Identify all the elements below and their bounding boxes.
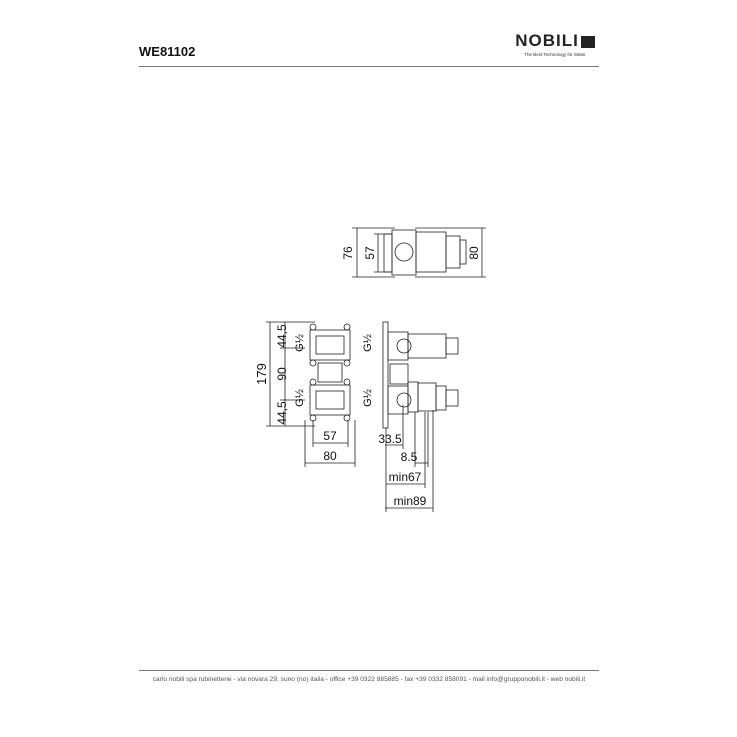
top-view: 76 57 80 bbox=[341, 227, 486, 278]
thread-label: G½ bbox=[362, 389, 374, 407]
header-divider bbox=[139, 66, 599, 67]
thread-label: G½ bbox=[294, 389, 306, 407]
dim-bottom-offset: 44,5 bbox=[275, 401, 289, 425]
dim-top-57: 57 bbox=[363, 246, 377, 260]
dim-side-1: 33.5 bbox=[378, 432, 402, 446]
brand-tagline: The Best Technology for Water bbox=[524, 52, 586, 57]
dim-center-spacing: 90 bbox=[275, 367, 289, 381]
brand-logo: NOBILI The Best Technology for Water bbox=[510, 31, 600, 57]
dim-side-4: min89 bbox=[394, 494, 427, 508]
dim-side-3: min67 bbox=[389, 470, 422, 484]
brand-name: NOBILI bbox=[515, 31, 579, 50]
thread-label: G½ bbox=[294, 334, 306, 352]
dim-inner-width: 57 bbox=[323, 429, 337, 443]
dim-top-offset: 44,5 bbox=[275, 324, 289, 348]
brand-mark-icon bbox=[580, 35, 595, 48]
dim-outer-width: 80 bbox=[323, 449, 337, 463]
footer-contact: carlo nobili spa rubinetterie - via nova… bbox=[152, 676, 586, 683]
dim-total-height: 179 bbox=[254, 363, 269, 385]
footer-divider bbox=[139, 670, 599, 671]
product-code: WE81102 bbox=[139, 44, 196, 59]
side-view: 33.5 8.5 min67 min89 bbox=[378, 321, 459, 512]
dim-side-2: 8.5 bbox=[401, 450, 418, 464]
front-view: 179 44,5 90 44,5 G½ G½ G½ G½ 57 80 bbox=[254, 321, 374, 467]
thread-label: G½ bbox=[362, 334, 374, 352]
dim-top-80: 80 bbox=[467, 246, 481, 260]
dim-top-76: 76 bbox=[341, 246, 355, 260]
